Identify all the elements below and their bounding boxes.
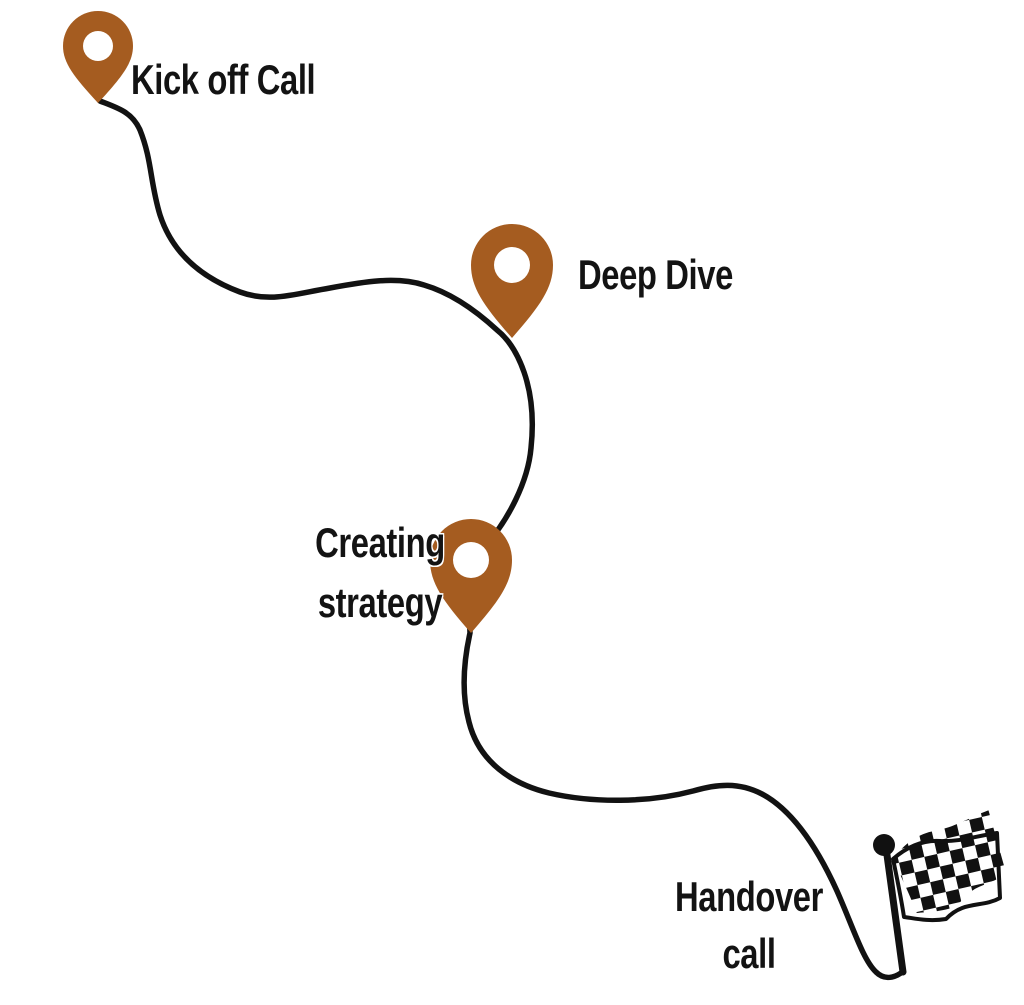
milestone-label-line1: Handover — [675, 873, 823, 920]
pin-hole — [83, 31, 113, 61]
milestone-label-line2: call — [722, 930, 776, 977]
flag-pole-ball — [873, 834, 895, 856]
checkered-flag-icon — [873, 809, 1012, 976]
map-pin-icon — [471, 223, 553, 338]
milestone-label-text: Deep Dive — [578, 251, 733, 298]
map-pin-icon — [430, 518, 512, 633]
milestone-label-creating-strategy: Creating strategy — [279, 513, 482, 633]
milestone-label-line2: strategy — [317, 579, 443, 626]
flag-cloth-outline — [891, 831, 1002, 923]
milestone-label-text: Kick off Call — [131, 56, 316, 103]
pin-hole — [494, 247, 530, 283]
milestone-label-line1: Creating — [315, 519, 445, 566]
pin-hole — [453, 542, 489, 578]
milestone-label-deep-dive: Deep Dive — [578, 254, 733, 296]
flag-pole — [883, 851, 907, 976]
milestone-label-handover-call: Handover call — [648, 868, 851, 982]
milestone-label-kick-off-call: Kick off Call — [131, 56, 316, 103]
map-pin-icon — [63, 11, 133, 103]
